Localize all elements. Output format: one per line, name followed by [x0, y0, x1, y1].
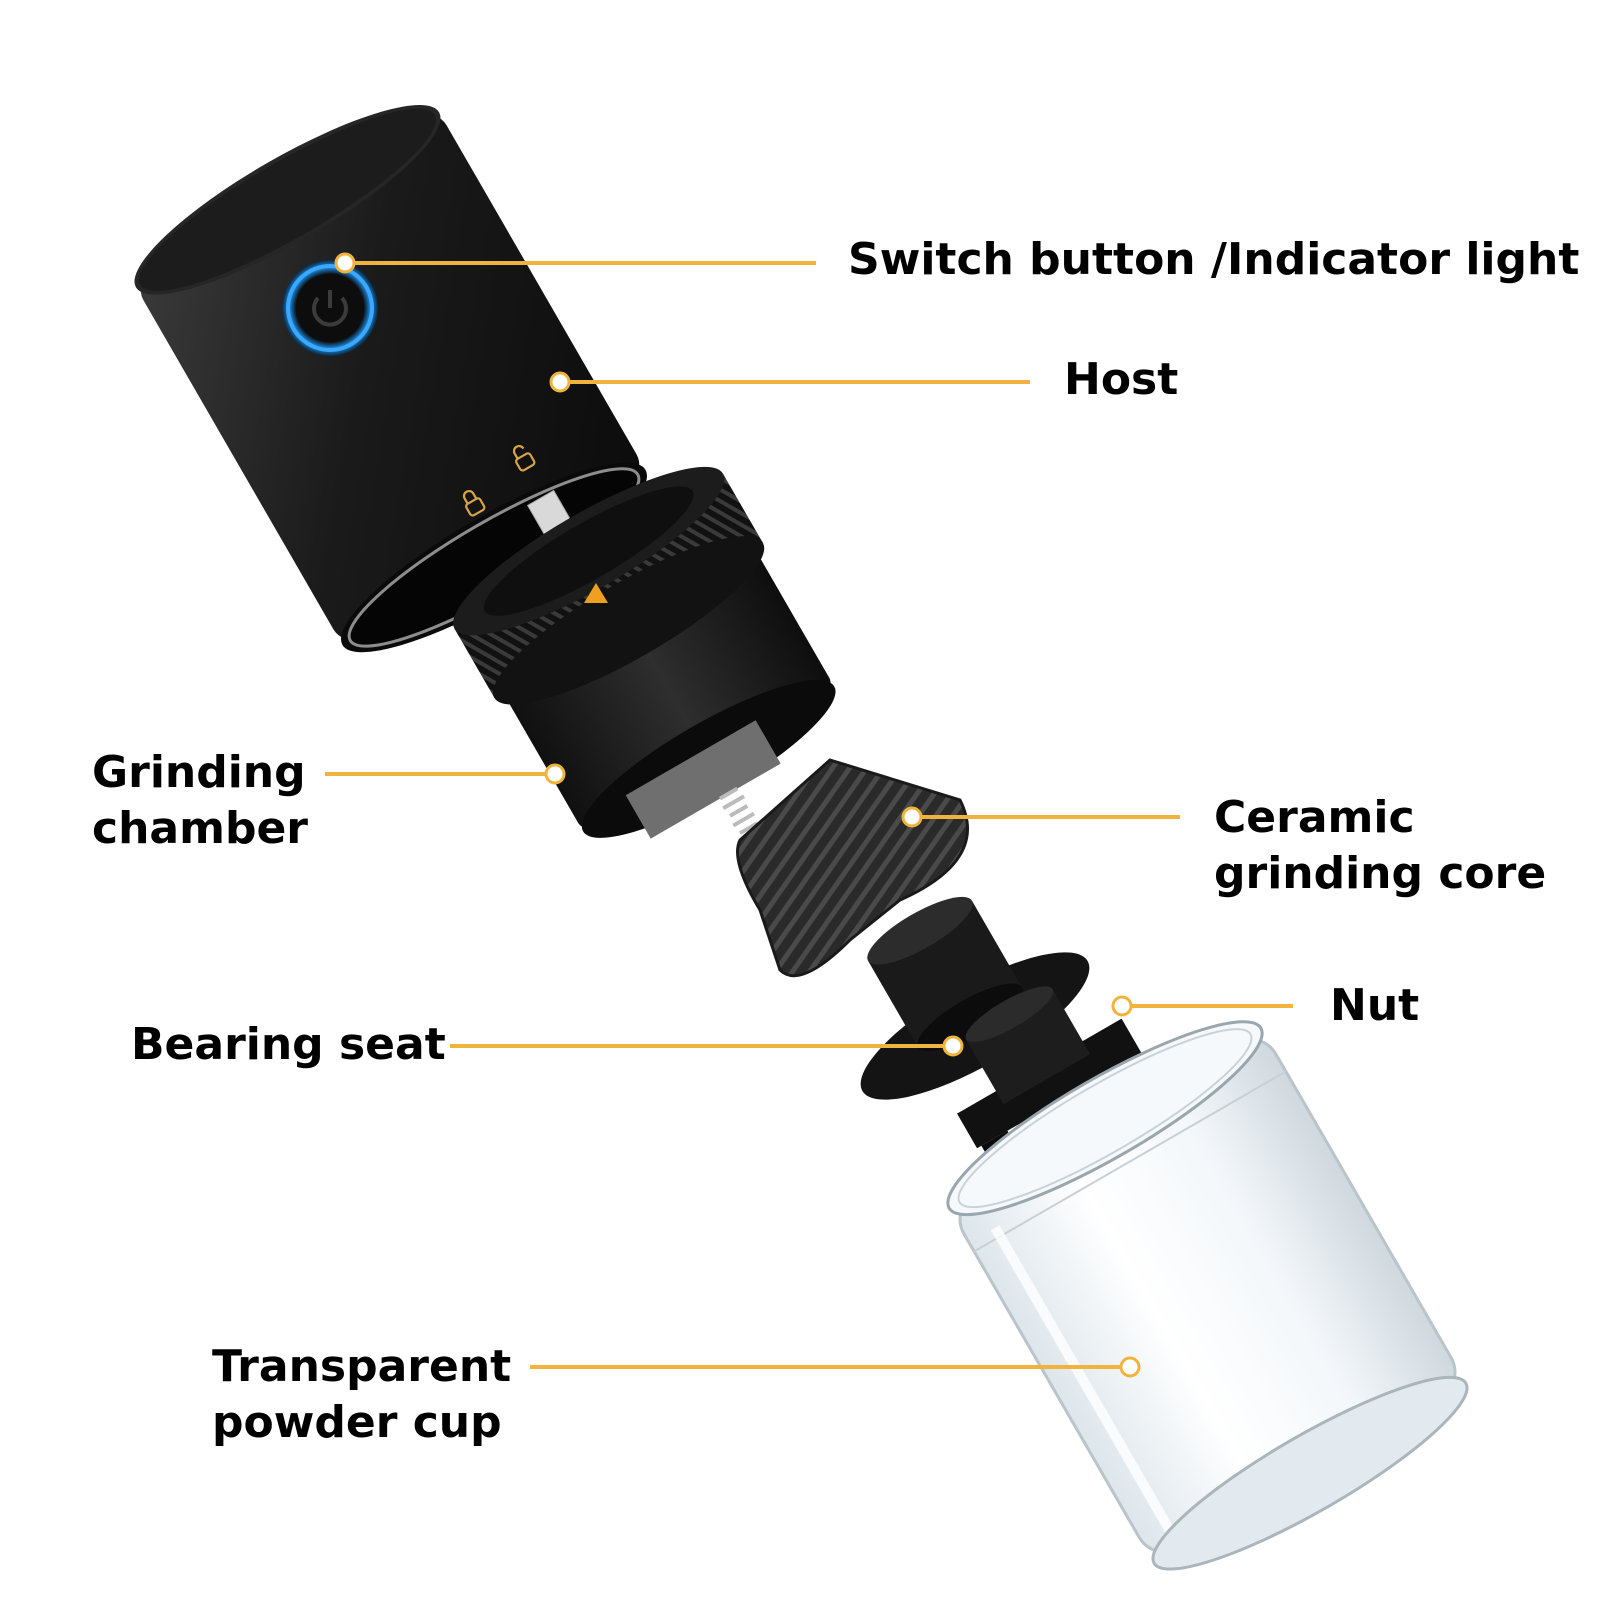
unlock-icon — [512, 444, 536, 472]
dot-powder-cup — [1119, 1356, 1141, 1378]
dot-bearing-seat — [942, 1035, 964, 1057]
label-powder-cup-line2: powder cup — [212, 1397, 502, 1448]
dot-grinding-chamber — [544, 763, 566, 785]
dot-ceramic-core — [901, 806, 923, 828]
label-ceramic-core: Ceramic grinding core — [1214, 790, 1546, 902]
grinding-chamber — [453, 466, 836, 839]
lock-icon — [462, 489, 486, 517]
powder-cup — [946, 1020, 1469, 1571]
dot-switch — [334, 252, 356, 274]
triangle-arrow-icon — [584, 583, 608, 603]
leader-lines — [325, 261, 1293, 1369]
label-host: Host — [1064, 354, 1179, 405]
dot-host — [549, 371, 571, 393]
label-grinding-chamber: Grinding chamber — [92, 745, 308, 857]
dot-nut — [1111, 995, 1133, 1017]
switch-button[interactable] — [282, 260, 378, 356]
label-powder-cup-line1: Transparent — [212, 1341, 512, 1392]
label-bearing-seat: Bearing seat — [131, 1019, 446, 1070]
label-switch: Switch button /Indicator light — [848, 234, 1580, 285]
label-grinding-chamber-line1: Grinding — [92, 747, 306, 798]
label-ceramic-core-line2: grinding core — [1214, 848, 1547, 899]
label-ceramic-core-line1: Ceramic — [1214, 792, 1415, 843]
power-icon — [312, 290, 348, 327]
label-nut: Nut — [1330, 980, 1420, 1031]
label-grinding-chamber-line2: chamber — [92, 803, 308, 854]
leader-dots — [334, 252, 1141, 1378]
label-powder-cup: Transparent powder cup — [212, 1339, 511, 1451]
